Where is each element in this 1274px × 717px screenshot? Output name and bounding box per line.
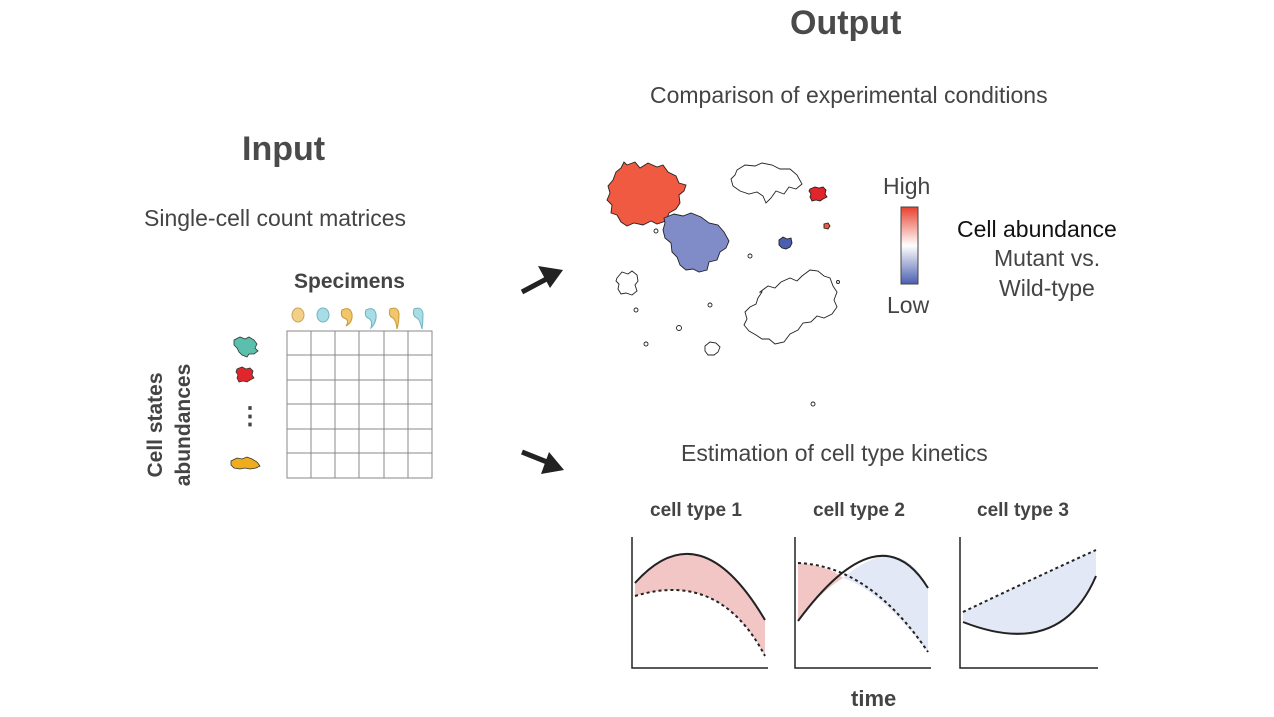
time-axis-label: time [851, 686, 897, 711]
count-matrix-grid [286, 330, 433, 479]
panel-1-dotted-curve [634, 589, 766, 657]
kinetics-panel-3 [959, 537, 1098, 669]
cluster-dot-3 [810, 401, 816, 407]
cluster-dot-1 [707, 302, 713, 308]
cluster-white-large [743, 269, 838, 345]
arrow-to-comparison [520, 266, 563, 295]
panel-2-dotted-curve [797, 562, 929, 653]
input-subtitle: Single-cell count matrices [144, 205, 407, 231]
cluster-white-bottom [704, 341, 721, 356]
cell-type-2-label: cell type 2 [813, 500, 905, 521]
panel-1-solid-curve [634, 553, 766, 621]
output-title: Output [790, 4, 902, 42]
legend-line3: Wild-type [999, 275, 1095, 301]
panel-2-solid-curve [797, 554, 929, 622]
cell-state-icon-orange [230, 456, 261, 470]
panel-3-axes [959, 537, 1098, 669]
cluster-red-dot [823, 222, 831, 230]
specimen-icon-5 [388, 307, 400, 330]
cluster-red-small-1 [808, 186, 828, 202]
cell-type-3-label: cell type 3 [977, 500, 1069, 521]
specimen-icon-2 [316, 307, 330, 323]
cluster-white-left [615, 270, 639, 296]
cluster-dot-5 [747, 253, 753, 259]
specimen-icon-6 [412, 307, 424, 330]
panel-1-axes [631, 537, 768, 669]
specimens-label: Specimens [294, 270, 405, 293]
cell-type-1-label: cell type 1 [650, 500, 742, 521]
panel-2-axes [794, 537, 931, 669]
legend-line2: Mutant vs. [994, 245, 1101, 271]
legend-high: High [883, 173, 931, 199]
specimen-icons [291, 307, 424, 330]
cluster-blue-large [662, 212, 730, 273]
rows-ellipsis: ⋮ [238, 403, 262, 430]
arrow-to-kinetics [521, 449, 564, 474]
kinetics-panel-1 [631, 537, 768, 669]
cell-state-icon-red [235, 366, 255, 383]
panel-2-fill-blue [843, 556, 928, 652]
cell-state-icon-teal [233, 336, 259, 358]
panel-1-fill [635, 553, 765, 656]
cluster-dot-2 [643, 341, 649, 347]
cluster-dot-4 [653, 228, 659, 234]
panel-3-dotted-curve [962, 549, 1097, 613]
input-title: Input [242, 130, 326, 168]
cluster-dot-6 [676, 325, 682, 331]
cluster-white-top [730, 162, 803, 204]
specimen-icon-4 [364, 308, 377, 330]
abundance-color-bar [900, 206, 919, 285]
kinetics-title: Estimation of cell type kinetics [681, 440, 988, 466]
specimen-icon-3 [340, 308, 353, 327]
kinetics-panel-2 [794, 537, 931, 669]
cluster-dot-7 [633, 307, 639, 313]
cluster-umap [606, 161, 840, 407]
specimen-icon-1 [291, 307, 305, 323]
comparison-title: Comparison of experimental conditions [650, 82, 1048, 108]
panel-3-fill [963, 550, 1096, 634]
cluster-blue-small [778, 236, 793, 250]
panel-3-solid-curve [962, 575, 1097, 635]
cluster-dot-8 [836, 280, 840, 284]
cluster-red-large [606, 161, 687, 227]
legend-low: Low [887, 292, 930, 318]
legend-title: Cell abundance [957, 216, 1117, 242]
